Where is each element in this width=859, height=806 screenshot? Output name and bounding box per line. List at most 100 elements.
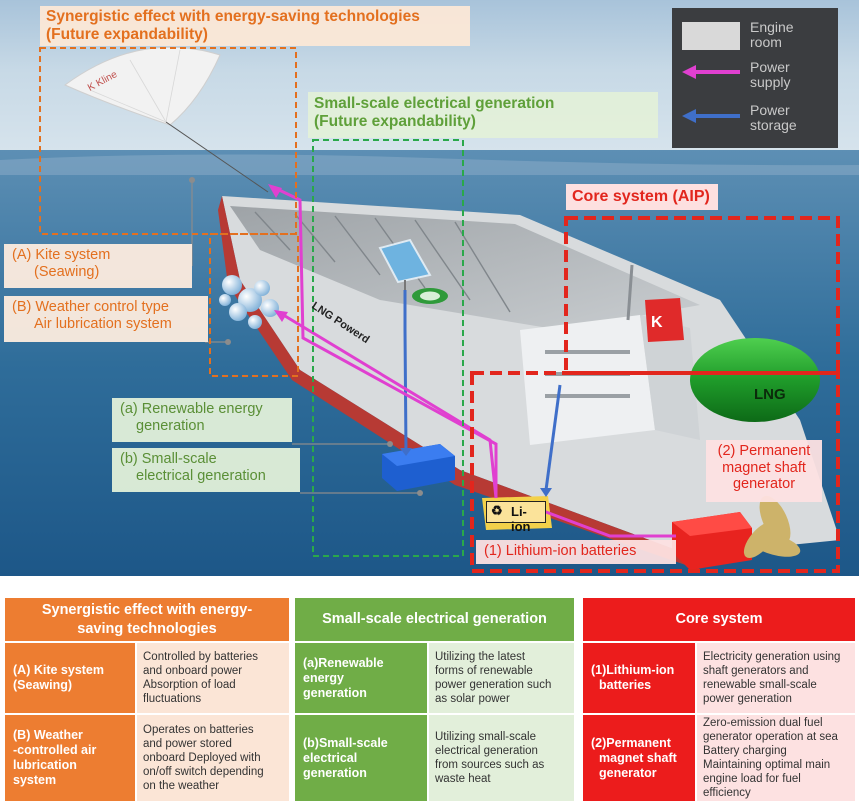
renew-desc-line-4: as solar power	[435, 693, 510, 706]
pmsg-desc-line-1: Zero-emission dual fuel	[703, 716, 823, 729]
pmsg-callout-line-2: magnet shaft	[722, 459, 806, 476]
legend-power-storage-line-2: storage	[750, 117, 797, 134]
renew-key-line-2: energy	[303, 670, 344, 685]
air-desc-line-3: onboard Deployed with	[143, 751, 261, 764]
li-desc-line-3: renewable small-scale	[703, 679, 817, 691]
air-lubrication-callout: (B) Weather control type Air lubrication…	[4, 296, 208, 342]
small-scale-column-header: Small-scale electrical generation	[295, 598, 574, 641]
core-row-lithium-desc: Electricity generation using shaft gener…	[697, 643, 855, 713]
smallgen-key-line-3: generation	[303, 765, 367, 780]
renew-key-line-1: (a)Renewable	[303, 655, 384, 670]
pmsg-callout-line-1: (2) Permanent	[717, 443, 811, 459]
synergy-header-line-1: Synergistic effect with energy-	[41, 602, 253, 619]
synergy-row-air-desc: Operates on batteries and power stored o…	[137, 715, 289, 801]
power-supply-arrow-icon	[682, 65, 740, 79]
synergy-row-air-key: (B) Weather -controlled air lubrication …	[5, 715, 135, 801]
air-callout-line-2: Air lubrication system	[34, 315, 172, 332]
legend-power-supply-line-2: supply	[750, 74, 791, 91]
renewable-energy-callout: (a) Renewable energy generation	[112, 398, 292, 442]
pmsg-callout-line-3: generator	[732, 476, 796, 493]
core-row-generator-desc: Zero-emission dual fuel generator operat…	[697, 715, 855, 801]
air-key-line-2: -controlled air	[13, 743, 97, 757]
synergy-header-line-2: saving technologies	[77, 620, 217, 637]
pmsg-desc-line-4: Maintaining optimal main	[703, 759, 831, 771]
core-row-lithium-key: (1)Lithium-ion batteries	[583, 643, 695, 713]
kite-system-callout: (A) Kite system (Seawing)	[4, 244, 192, 288]
kite-desc-line-2: and onboard power	[143, 664, 243, 677]
air-callout-line-1: (B) Weather control type	[12, 299, 169, 315]
pmsg-key-line-3: generator	[599, 765, 657, 780]
ship-illustration: Synergistic effect with energy-saving te…	[0, 0, 859, 576]
pmsg-desc-line-6: efficiency	[703, 787, 751, 800]
renew-callout-line-1: (a) Renewable energy	[120, 401, 263, 417]
small-scale-section-title: Small-scale electrical generation (Futur…	[308, 92, 658, 138]
lithium-ion-callout: (1) Lithium-ion batteries	[476, 540, 676, 564]
synergy-section-title: Synergistic effect with energy-saving te…	[40, 6, 470, 46]
renew-desc-line-3: power generation such	[435, 679, 552, 691]
synergy-row-kite-key: (A) Kite system (Seawing)	[5, 643, 135, 713]
pmsg-key-line-1: (2)Permanent	[591, 735, 671, 750]
engine-room-swatch	[682, 22, 740, 50]
kite-desc-line-3: Absorption of load	[143, 679, 236, 691]
core-row-generator-key: (2)Permanent magnet shaft generator	[583, 715, 695, 801]
kite-key-line-2: (Seawing)	[13, 678, 73, 692]
recycle-icon: ♻	[491, 503, 503, 518]
li-desc-line-4: power generation	[703, 693, 792, 706]
renew-desc-line-1: Utilizing the latest	[435, 650, 526, 663]
legend-power-storage-line-1: Power	[750, 102, 790, 118]
air-desc-line-1: Operates on batteries	[143, 723, 254, 736]
air-key-line-1: (B) Weather	[13, 728, 83, 742]
small-scale-generation-callout: (b) Small-scale electrical generation	[112, 448, 300, 492]
smallgen-desc-line-2: electrical generation	[435, 744, 538, 757]
renew-key-line-3: generation	[303, 685, 367, 700]
power-storage-arrow-icon	[682, 109, 740, 123]
small-title-line-1: Small-scale electrical generation	[314, 95, 555, 112]
kite-desc-line-1: Controlled by batteries	[143, 650, 259, 663]
li-key-line-2: batteries	[599, 678, 652, 692]
pmsg-desc-line-2: generator operation at sea	[703, 730, 838, 743]
pmsg-desc-line-3: Battery charging	[703, 744, 787, 757]
synergy-row-kite-desc: Controlled by batteries and onboard powe…	[137, 643, 289, 713]
smallgen-key-line-2: electrical	[303, 750, 358, 765]
legend: Engine room Power supply Power storage	[672, 8, 838, 148]
smallgen-desc-line-1: Utilizing small-scale	[435, 730, 536, 743]
kite-desc-line-4: fluctuations	[143, 693, 202, 706]
legend-engine-room: Engine room	[750, 19, 794, 51]
lng-tank-label: LNG	[754, 386, 786, 403]
air-desc-line-2: and power stored	[143, 737, 232, 750]
li-ion-battery-tag: ♻ Li-ion	[486, 501, 546, 534]
core-system-title: Core system (AIP)	[566, 184, 718, 210]
kite-key-line-1: (A) Kite system	[13, 663, 104, 677]
small-title-line-2: (Future expandability)	[314, 112, 476, 130]
li-key-line-1: (1)Lithium-ion	[591, 663, 675, 677]
legend-engine-room-line-2: room	[750, 34, 782, 51]
kite-callout-line-2: (Seawing)	[34, 263, 100, 280]
renew-callout-line-2: generation	[136, 417, 205, 434]
smallgen-desc-line-4: waste heat	[435, 773, 491, 786]
legend-engine-room-line-1: Engine	[750, 19, 794, 35]
li-desc-line-2: shaft generators and	[703, 664, 809, 677]
air-desc-line-4: on/off switch depending	[143, 766, 264, 778]
smallgen-key-line-1: (b)Small-scale	[303, 735, 388, 750]
synergy-title-line-1: Synergistic effect with energy-saving te…	[46, 8, 420, 25]
small-row-generation-key: (b)Small-scale electrical generation	[295, 715, 427, 801]
core-header-line-1: Core system	[675, 611, 763, 628]
air-key-line-4: system	[13, 773, 57, 787]
legend-power-supply-line-1: Power	[750, 59, 790, 75]
small-callout-line-2: electrical generation	[136, 467, 266, 484]
renew-desc-line-2: forms of renewable	[435, 664, 533, 677]
core-column-header: Core system	[583, 598, 855, 641]
kite-callout-line-1: (A) Kite system	[12, 247, 111, 263]
pmsg-desc-line-5: engine load for fuel	[703, 773, 801, 786]
air-desc-line-5: on the weather	[143, 780, 220, 793]
synergy-title-line-2: (Future expandability)	[46, 25, 208, 43]
small-callout-line-1: (b) Small-scale	[120, 451, 217, 467]
small-header-line-1: Small-scale electrical generation	[322, 611, 547, 628]
small-row-renewable-key: (a)Renewable energy generation	[295, 643, 427, 713]
small-row-renewable-desc: Utilizing the latest forms of renewable …	[429, 643, 574, 713]
air-key-line-3: lubrication	[13, 758, 77, 772]
small-row-generation-desc: Utilizing small-scale electrical generat…	[429, 715, 574, 801]
shaft-generator-callout: (2) Permanent magnet shaft generator	[706, 440, 822, 502]
funnel-logo: K	[651, 314, 663, 331]
pmsg-key-line-2: magnet shaft	[599, 750, 677, 765]
